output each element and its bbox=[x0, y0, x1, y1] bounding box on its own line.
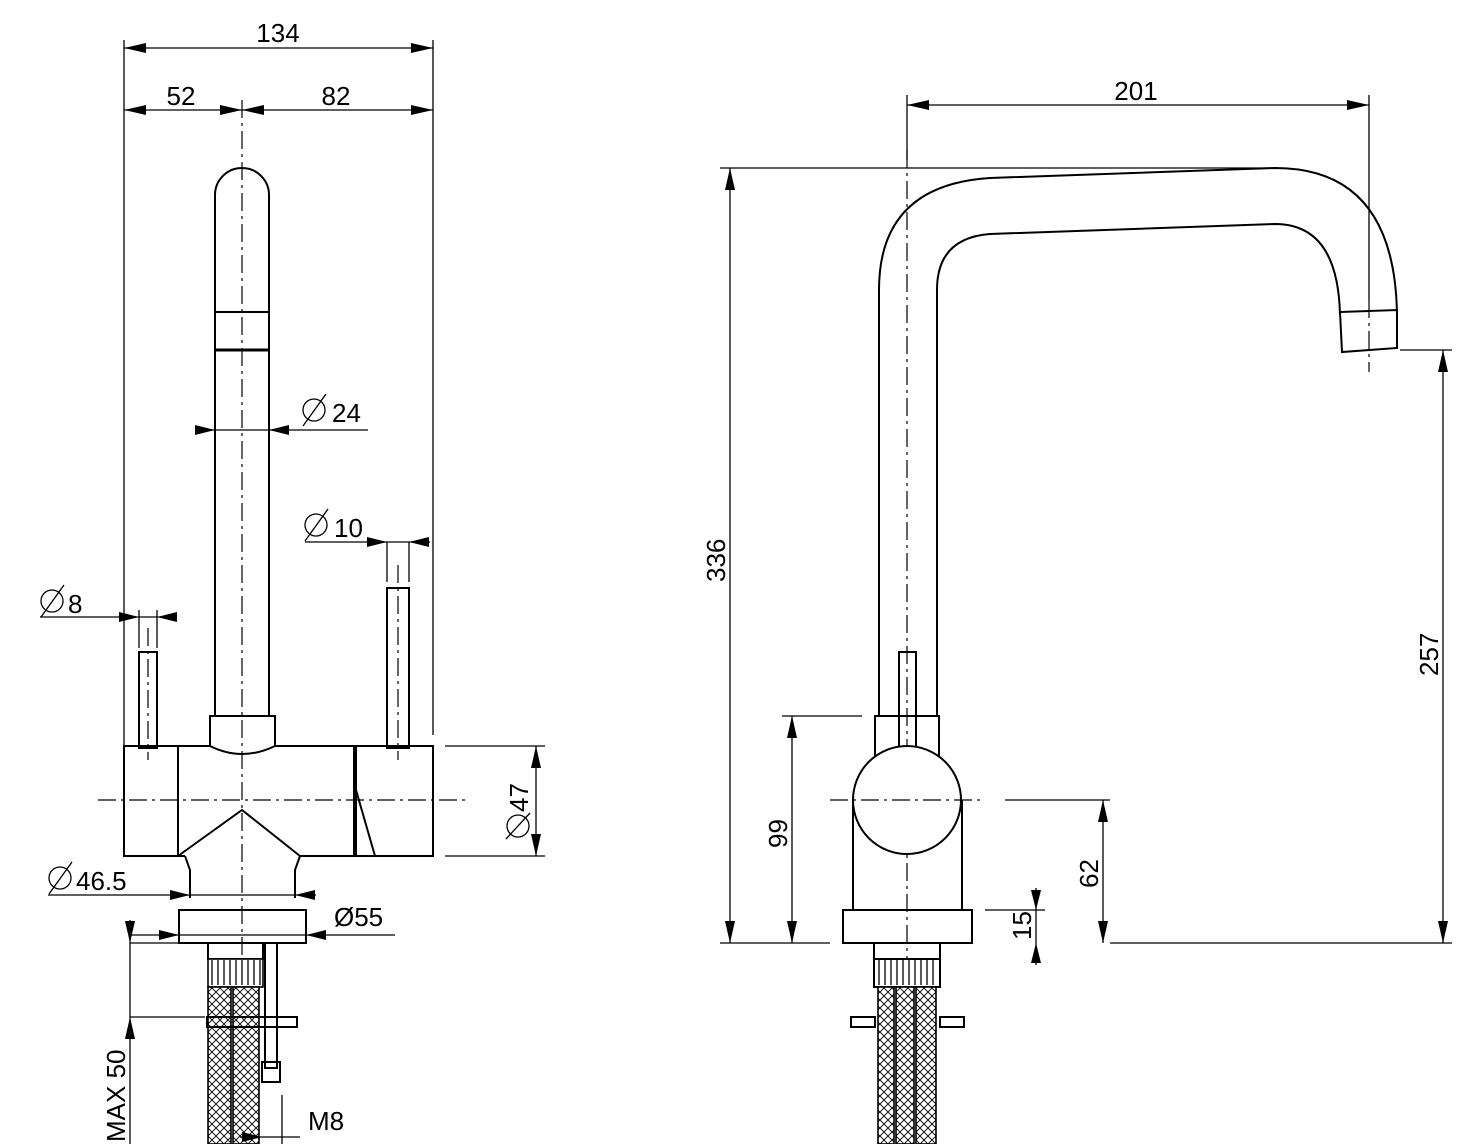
dim-lever-height-label: 99 bbox=[763, 819, 793, 848]
dim-overall-width-label: 134 bbox=[256, 18, 299, 48]
dim-thread: M8 bbox=[240, 1095, 344, 1144]
dim-total-height-label: 336 bbox=[701, 539, 731, 582]
side-spout bbox=[878, 166, 1398, 715]
dim-spout-diameter-label: 24 bbox=[332, 398, 361, 428]
dim-body-diameter: 47 bbox=[445, 745, 545, 857]
dim-spout-reach: 201 bbox=[906, 76, 1370, 300]
dim-outlet-height-label: 257 bbox=[1414, 633, 1444, 676]
dim-body-diameter-label: 47 bbox=[504, 783, 534, 812]
side-hoses bbox=[850, 942, 965, 1144]
dim-max-thickness-label: MAX 50 bbox=[101, 1050, 131, 1143]
dim-body-axis-height-label: 62 bbox=[1074, 859, 1104, 888]
dim-body-axis-height: 62 bbox=[1074, 800, 1108, 943]
dim-spout-reach-label: 201 bbox=[1114, 76, 1157, 106]
dim-total-height: 336 bbox=[701, 167, 1270, 944]
dim-right-lever-diameter-label: 10 bbox=[334, 513, 363, 543]
dim-lever-height: 99 bbox=[763, 715, 862, 943]
dim-left-offset: 52 bbox=[124, 81, 242, 115]
dim-right-lever-diameter: 10 bbox=[304, 508, 430, 582]
dim-base-diameter: Ø55 bbox=[130, 902, 395, 940]
dim-base-diameter-label: Ø55 bbox=[334, 902, 383, 932]
dim-right-offset: 82 bbox=[242, 81, 433, 115]
dim-base-height-label: 15 bbox=[1007, 911, 1037, 940]
spout-tube bbox=[214, 167, 270, 715]
front-view: 134 52 82 24 bbox=[40, 18, 545, 1144]
dim-neck-diameter: 46.5 bbox=[48, 861, 316, 900]
dim-overall-width: 134 bbox=[124, 18, 433, 53]
side-body bbox=[852, 800, 963, 910]
dim-left-lever-diameter-label: 8 bbox=[68, 589, 82, 619]
dim-left-lever-diameter: 8 bbox=[40, 584, 177, 648]
dim-outlet-height: 257 bbox=[1110, 349, 1452, 944]
dim-thread-label: M8 bbox=[308, 1106, 344, 1136]
dim-left-offset-label: 52 bbox=[167, 81, 196, 111]
dim-right-offset-label: 82 bbox=[322, 81, 351, 111]
side-view: 201 336 257 bbox=[701, 76, 1452, 1144]
dim-spout-diameter: 24 bbox=[195, 393, 368, 435]
dim-max-thickness: MAX 50 bbox=[101, 920, 205, 1144]
dim-base-height: 15 bbox=[985, 888, 1045, 965]
front-hoses bbox=[206, 942, 298, 1144]
dim-neck-diameter-label: 46.5 bbox=[76, 866, 127, 896]
mixer-body bbox=[123, 715, 434, 898]
